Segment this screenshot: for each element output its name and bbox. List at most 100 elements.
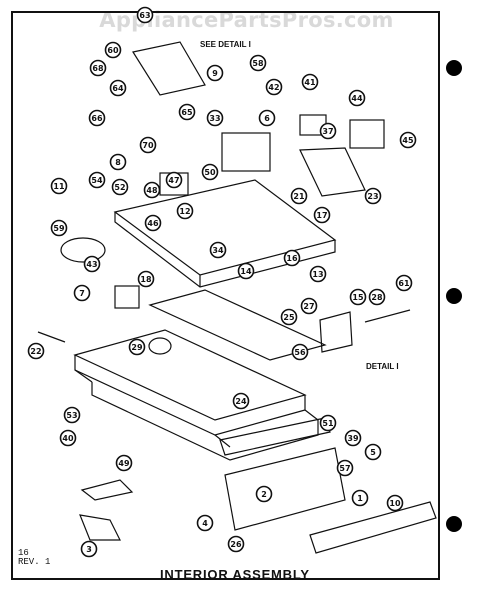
- callout-circle: [27, 342, 45, 360]
- cylinder-part: [60, 237, 106, 263]
- callout-number: 57: [339, 464, 350, 473]
- callout-number: 16: [286, 254, 298, 263]
- callout-number: 64: [112, 84, 124, 93]
- callout-circle: [63, 406, 81, 424]
- part-callout: 17: [313, 206, 331, 224]
- callout-number: 51: [322, 419, 334, 428]
- callout-number: 63: [139, 11, 150, 20]
- part-callout: 52: [111, 178, 129, 196]
- part-callout: 42: [265, 78, 283, 96]
- callout-number: 5: [370, 448, 376, 457]
- drawing-frame: [11, 11, 440, 580]
- callout-number: 15: [352, 293, 364, 302]
- callout-circle: [283, 249, 301, 267]
- revision-note: 16 REV. 1: [18, 549, 50, 567]
- callout-number: 17: [316, 211, 327, 220]
- callout-number: 24: [235, 397, 247, 406]
- callout-number: 8: [115, 158, 121, 167]
- part-callout: 18: [137, 270, 155, 288]
- callout-circle: [364, 187, 382, 205]
- part-callout: 3: [80, 540, 98, 558]
- callout-number: 49: [118, 459, 130, 468]
- callout-number: 4: [202, 519, 208, 528]
- filter-pad: [80, 479, 134, 501]
- part-callout: 33: [206, 109, 224, 127]
- bracket: [299, 147, 366, 197]
- detail-assembly: [319, 311, 353, 353]
- callout-circle: [50, 219, 68, 237]
- part-callout: 24: [232, 392, 250, 410]
- callout-number: 39: [347, 434, 359, 443]
- part-callout: 50: [201, 163, 219, 181]
- callout-circle: [368, 288, 386, 306]
- callout-circle: [128, 338, 146, 356]
- callout-circle: [80, 540, 98, 558]
- detail-label: DETAIL I: [366, 362, 399, 371]
- tray-frame-outer: [73, 329, 307, 421]
- callout-number: 61: [398, 279, 410, 288]
- callout-number: 52: [114, 183, 125, 192]
- callout-number: 34: [212, 246, 224, 255]
- part-callout: 40: [59, 429, 77, 447]
- callout-circle: [206, 109, 224, 127]
- callout-circle: [165, 171, 183, 189]
- callout-circle: [232, 392, 250, 410]
- callout-circle: [399, 131, 417, 149]
- callout-number: 29: [131, 343, 143, 352]
- callout-number: 1: [357, 494, 363, 503]
- terminal-block: [114, 285, 140, 309]
- callout-number: 59: [53, 224, 65, 233]
- part-callout: 65: [178, 103, 196, 121]
- part-callout: 8: [109, 153, 127, 171]
- part-callout: 9: [206, 64, 224, 82]
- callout-circle: [300, 297, 318, 315]
- callout-circle: [227, 535, 245, 553]
- callout-circle: [301, 73, 319, 91]
- part-callout: 66: [88, 109, 106, 127]
- part-callout: 63: [136, 6, 154, 24]
- callout-number: 68: [92, 64, 104, 73]
- callout-number: 33: [209, 114, 220, 123]
- callout-number: 12: [179, 207, 190, 216]
- bottom-kick: [309, 501, 437, 554]
- part-callout: 61: [395, 274, 413, 292]
- part-callout: 54: [88, 171, 106, 189]
- callout-circle: [209, 241, 227, 259]
- callout-circle: [178, 103, 196, 121]
- callout-circle: [88, 171, 106, 189]
- callout-circle: [348, 89, 366, 107]
- part-callout: 45: [399, 131, 417, 149]
- callout-circle: [206, 64, 224, 82]
- callout-number: 37: [322, 127, 333, 136]
- callout-number: 48: [146, 186, 158, 195]
- binder-hole-icon: [446, 288, 462, 304]
- part-callout: 64: [109, 79, 127, 97]
- callout-number: 58: [252, 59, 264, 68]
- part-callout: 70: [139, 136, 157, 154]
- callout-circle: [255, 485, 273, 503]
- part-callout: 21: [290, 187, 308, 205]
- part-callout: 39: [344, 429, 362, 447]
- callout-circle: [386, 494, 404, 512]
- part-callout: 1: [351, 489, 369, 507]
- callout-number: 26: [230, 540, 242, 549]
- part-callout: 51: [319, 414, 337, 432]
- callout-circle: [336, 459, 354, 477]
- part-callout: 2: [255, 485, 273, 503]
- tray-frame-side: [74, 355, 306, 436]
- callout-number: 28: [371, 293, 383, 302]
- callout-circle: [280, 308, 298, 326]
- callout-circle: [176, 202, 194, 220]
- part-callout: 16: [283, 249, 301, 267]
- part-callout: 34: [209, 241, 227, 259]
- part-callout: 59: [50, 219, 68, 237]
- fan-part: [148, 337, 172, 355]
- callout-number: 50: [204, 168, 216, 177]
- kick-plate: [219, 417, 331, 456]
- part-callout: 11: [50, 177, 68, 195]
- sheet-number: 16: [18, 548, 29, 558]
- callout-number: 9: [212, 69, 218, 78]
- part-callout: 43: [83, 255, 101, 273]
- part-callout: 22: [27, 342, 45, 360]
- upper-bracket: [132, 41, 206, 96]
